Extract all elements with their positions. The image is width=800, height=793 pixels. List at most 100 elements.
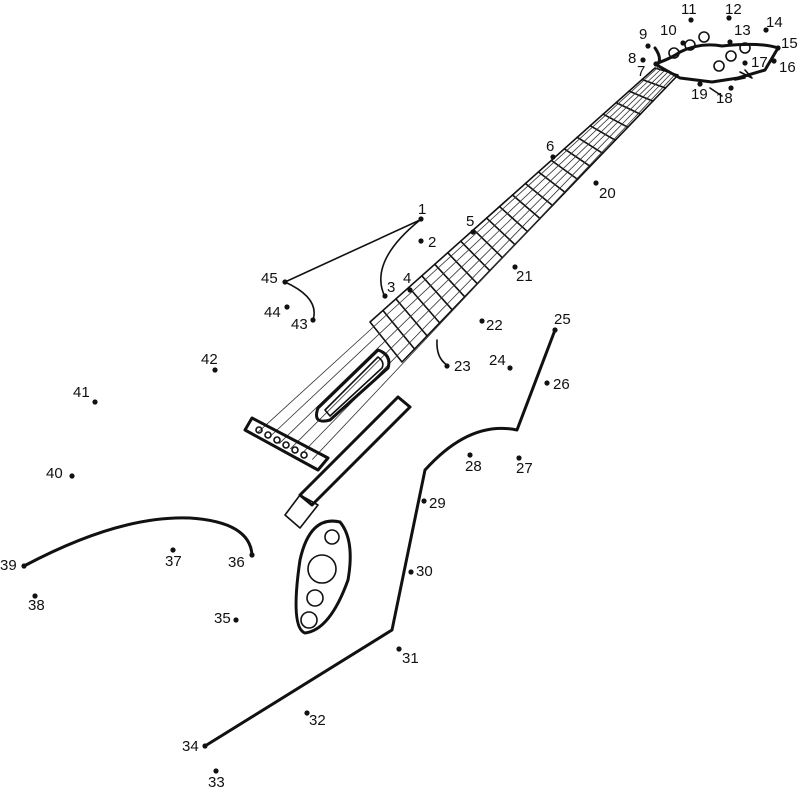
fret <box>459 240 491 272</box>
dot-15 <box>775 45 781 51</box>
neck-pickup-inner <box>324 356 384 417</box>
dot-label-26: 26 <box>553 376 570 393</box>
neck-pickup <box>315 348 391 423</box>
dot-31 <box>396 646 402 652</box>
dot-label-8: 8 <box>628 50 636 67</box>
dot-38 <box>32 593 38 599</box>
dot-label-44: 44 <box>264 304 281 321</box>
fret <box>628 90 654 102</box>
strings <box>257 66 675 460</box>
headstock-top <box>653 46 661 66</box>
frets <box>382 78 667 350</box>
dot-8 <box>640 57 646 63</box>
fretboard <box>369 67 679 363</box>
tuning-pegs <box>668 31 751 72</box>
dot-label-21: 21 <box>516 268 533 285</box>
fret <box>550 159 579 181</box>
dot-label-15: 15 <box>781 35 798 52</box>
dot-label-3: 3 <box>387 279 395 296</box>
dot-label-42: 42 <box>201 351 218 368</box>
fret <box>498 205 529 233</box>
dot-9 <box>645 43 651 49</box>
dot-label-4: 4 <box>403 270 411 287</box>
dot-label-17: 17 <box>751 54 768 71</box>
dot-label-43: 43 <box>291 316 308 333</box>
dot-label-18: 18 <box>716 90 733 107</box>
dot-label-33: 33 <box>208 774 225 791</box>
dot-24 <box>507 365 513 371</box>
dot-27 <box>516 455 522 461</box>
dot-35 <box>233 617 239 623</box>
dot-10 <box>680 40 686 46</box>
fret <box>563 148 591 168</box>
dot-label-36: 36 <box>228 554 245 571</box>
dot-label-25: 25 <box>554 311 571 328</box>
dot-41 <box>92 399 98 405</box>
dot-label-39: 39 <box>0 557 17 574</box>
pickguard-arm <box>298 395 412 507</box>
dot-1 <box>418 216 424 222</box>
bridge-saddles <box>255 426 308 459</box>
dot-label-32: 32 <box>309 712 326 729</box>
dot-label-45: 45 <box>261 270 278 287</box>
fret <box>524 182 554 207</box>
dot-2 <box>418 238 424 244</box>
fret <box>511 194 541 220</box>
dot-26 <box>544 380 550 386</box>
guitar-string <box>268 68 663 439</box>
dot-11 <box>688 17 694 23</box>
dot-label-9: 9 <box>639 26 647 43</box>
dot-40 <box>69 473 75 479</box>
dot-29 <box>421 498 427 504</box>
dot-label-1: 1 <box>418 201 426 218</box>
fret <box>589 124 617 142</box>
dot-20 <box>593 180 599 186</box>
dot-label-12: 12 <box>725 1 742 18</box>
dot-label-2: 2 <box>428 234 436 251</box>
dot-label-20: 20 <box>599 185 616 202</box>
dot-23 <box>444 363 450 369</box>
dot-label-37: 37 <box>165 553 182 570</box>
dot-label-22: 22 <box>486 317 503 334</box>
dot-label-29: 29 <box>429 495 446 512</box>
dot-label-24: 24 <box>489 352 506 369</box>
dot-label-34: 34 <box>182 738 199 755</box>
dot-4 <box>407 287 413 293</box>
dot-label-7: 7 <box>637 63 645 80</box>
fret <box>433 263 466 298</box>
dot-28 <box>467 452 473 458</box>
dot-36 <box>249 552 255 558</box>
body-outline-cutaway <box>436 339 448 366</box>
dot-17 <box>742 60 748 66</box>
fret <box>602 113 629 128</box>
dot-label-30: 30 <box>416 563 433 580</box>
dot-label-27: 27 <box>516 460 533 477</box>
fret <box>472 228 504 259</box>
dot-30 <box>408 569 414 575</box>
fret <box>485 217 516 246</box>
dot-34 <box>202 743 208 749</box>
dot-44 <box>284 304 290 310</box>
dot-label-23: 23 <box>454 358 471 375</box>
headstock-tip <box>709 69 753 97</box>
body-outline-curve <box>380 219 421 298</box>
fret <box>446 251 479 285</box>
dot-39 <box>21 563 27 569</box>
guitar-string <box>312 74 675 460</box>
guitar-string <box>257 66 659 434</box>
dot-label-28: 28 <box>465 458 482 475</box>
dot-21 <box>512 264 518 270</box>
body-outline-lower <box>203 328 557 748</box>
dot-label-19: 19 <box>691 86 708 103</box>
dot-label-14: 14 <box>766 14 783 31</box>
dot-label-31: 31 <box>402 650 419 667</box>
fret <box>537 171 566 194</box>
dot-12 <box>726 15 732 21</box>
dot-7 <box>653 61 659 67</box>
dot-label-11: 11 <box>681 1 697 18</box>
dot-3 <box>382 293 388 299</box>
dot-label-35: 35 <box>214 610 231 627</box>
